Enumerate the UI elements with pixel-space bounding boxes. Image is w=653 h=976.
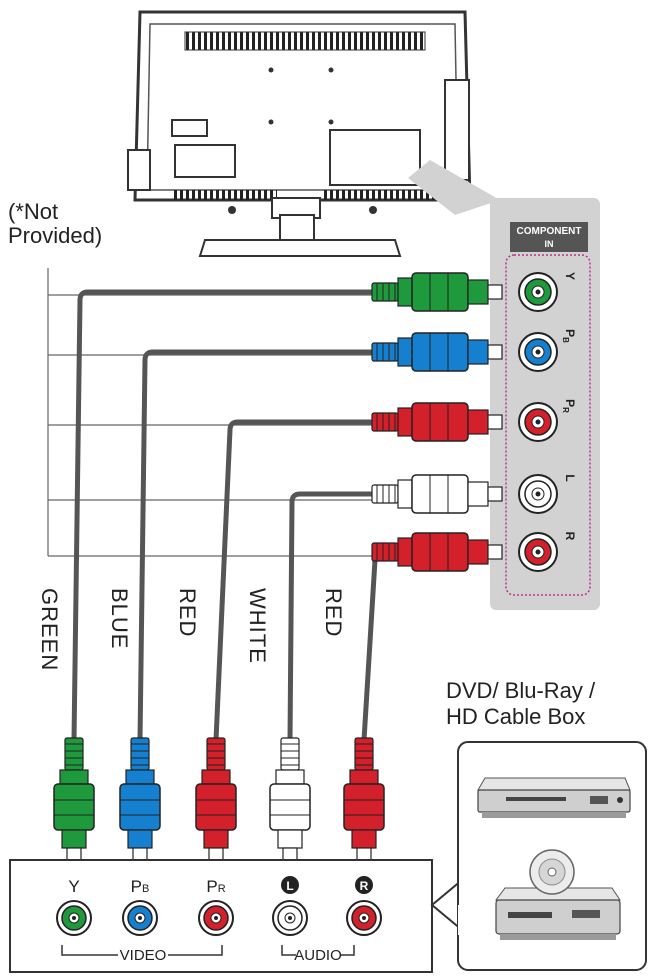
tv-jack-l: L [518,474,577,514]
rca-plug-tv-4 [371,474,503,514]
rca-plug-tv-1 [371,272,503,312]
component-in-panel: COMPONENT IN Y PB PR L R [490,198,600,610]
tv-jack-pb: PB [518,329,577,372]
device-jack-label: L [286,879,293,893]
rca-plug-device-1 [53,737,95,871]
cable-wire-2 [137,349,383,743]
cable-wire-4 [287,491,383,743]
device-label: DVD/ Blu-Ray / HD Cable Box [446,678,596,729]
guide-lines [47,268,380,557]
device-jack-label: Y [68,877,79,896]
rca-plug-device-4 [269,737,311,871]
tv-jack-r: R [518,532,577,572]
device-jack-4: L [272,876,308,936]
cable-label-red: RED [175,588,200,638]
component-in-title: COMPONENT [517,226,582,237]
device-jack-2: PB [122,877,158,936]
tv-jack-pr: PR [518,399,577,442]
rca-plug-tv-5 [371,532,503,572]
tv-jack-label: L [563,474,577,481]
audio-label: AUDIO [294,947,342,964]
tv-jack-label: R [563,532,577,541]
cable-label-white: WHITE [245,588,270,664]
cable-wire-3 [213,419,383,743]
tv-jack-y: Y [518,272,577,312]
rca-plug-tv-3 [371,402,503,442]
device-illustration [430,741,647,971]
tv-side-plugs [371,272,503,572]
rca-plug-device-3 [195,737,237,871]
cable-label-red-audio: RED [321,588,346,638]
video-label: VIDEO [120,947,167,964]
device-jack-5: R [346,876,382,936]
tv-back [127,10,500,257]
component-in-subtitle: IN [545,239,554,249]
cable-wire-1 [71,289,383,743]
tv-jack-label: Y [563,272,577,280]
device-side-plugs [53,737,385,871]
cable-label-green: GREEN [37,588,62,672]
device-output-panel: Y PB PR L R VIDEO AUDIO [9,859,433,973]
cable-wires [71,289,384,743]
device-jack-3: PR [198,877,234,936]
device-jack-label: R [360,879,369,893]
not-provided-note: (*Not Provided) [8,199,103,248]
rca-plug-device-2 [119,737,161,871]
cable-wire-5 [361,549,384,743]
rca-plug-tv-2 [371,332,503,372]
disc-player-icon [495,849,621,940]
device-jack-1: Y [56,877,92,936]
rca-plug-device-5 [343,737,385,871]
cable-label-blue: BLUE [107,588,132,650]
dvd-player-icon [477,777,631,818]
